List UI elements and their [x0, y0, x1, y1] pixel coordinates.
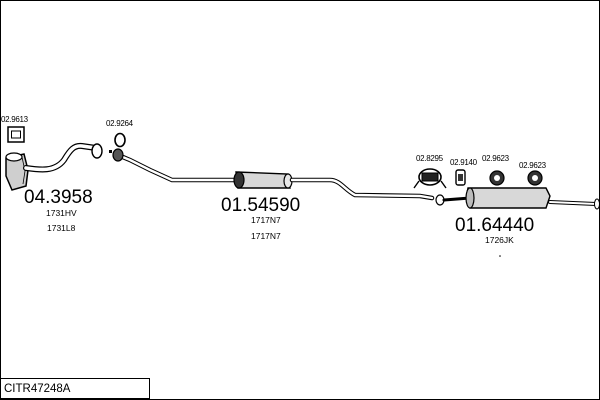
- reference-code: CITR47248A: [4, 383, 71, 395]
- ring-seal-number: 02.9264: [106, 119, 133, 128]
- clamp-number: 02.8295: [416, 154, 443, 163]
- middle-silencer-part: [112, 148, 435, 201]
- middle-silencer-number: 01.54590: [221, 195, 301, 216]
- rubber-mount-c-part: [527, 170, 543, 186]
- rubber-mount-c-number: 02.9623: [519, 161, 546, 170]
- clamp-part: [413, 168, 447, 189]
- gasket-front-part: [7, 126, 25, 143]
- middle-oe-ref-2: 1717N7: [251, 231, 281, 241]
- rear-silencer-part: [435, 187, 600, 210]
- rubber-mount-a-number: 02.9140: [450, 158, 477, 167]
- rear-oe-ref-1: 1726JK: [485, 235, 514, 245]
- rubber-mount-a-part: [455, 169, 466, 186]
- reference-box: CITR47248A: [0, 378, 150, 399]
- front-catalyst-part: [5, 142, 112, 191]
- middle-oe-ref-1: 1717N7: [251, 215, 281, 225]
- stray-dot: [499, 255, 501, 257]
- rubber-mount-b-part: [489, 170, 505, 186]
- front-oe-ref-1: 1731HV: [46, 208, 77, 218]
- rear-silencer-number: 01.64440: [455, 215, 535, 236]
- front-catalyst-number: 04.3958: [24, 187, 93, 208]
- rubber-mount-b-number: 02.9623: [482, 154, 509, 163]
- front-oe-ref-2: 1731L8: [47, 223, 76, 233]
- gasket-front-number: 02.9613: [1, 115, 28, 124]
- ring-seal-part: [114, 132, 126, 148]
